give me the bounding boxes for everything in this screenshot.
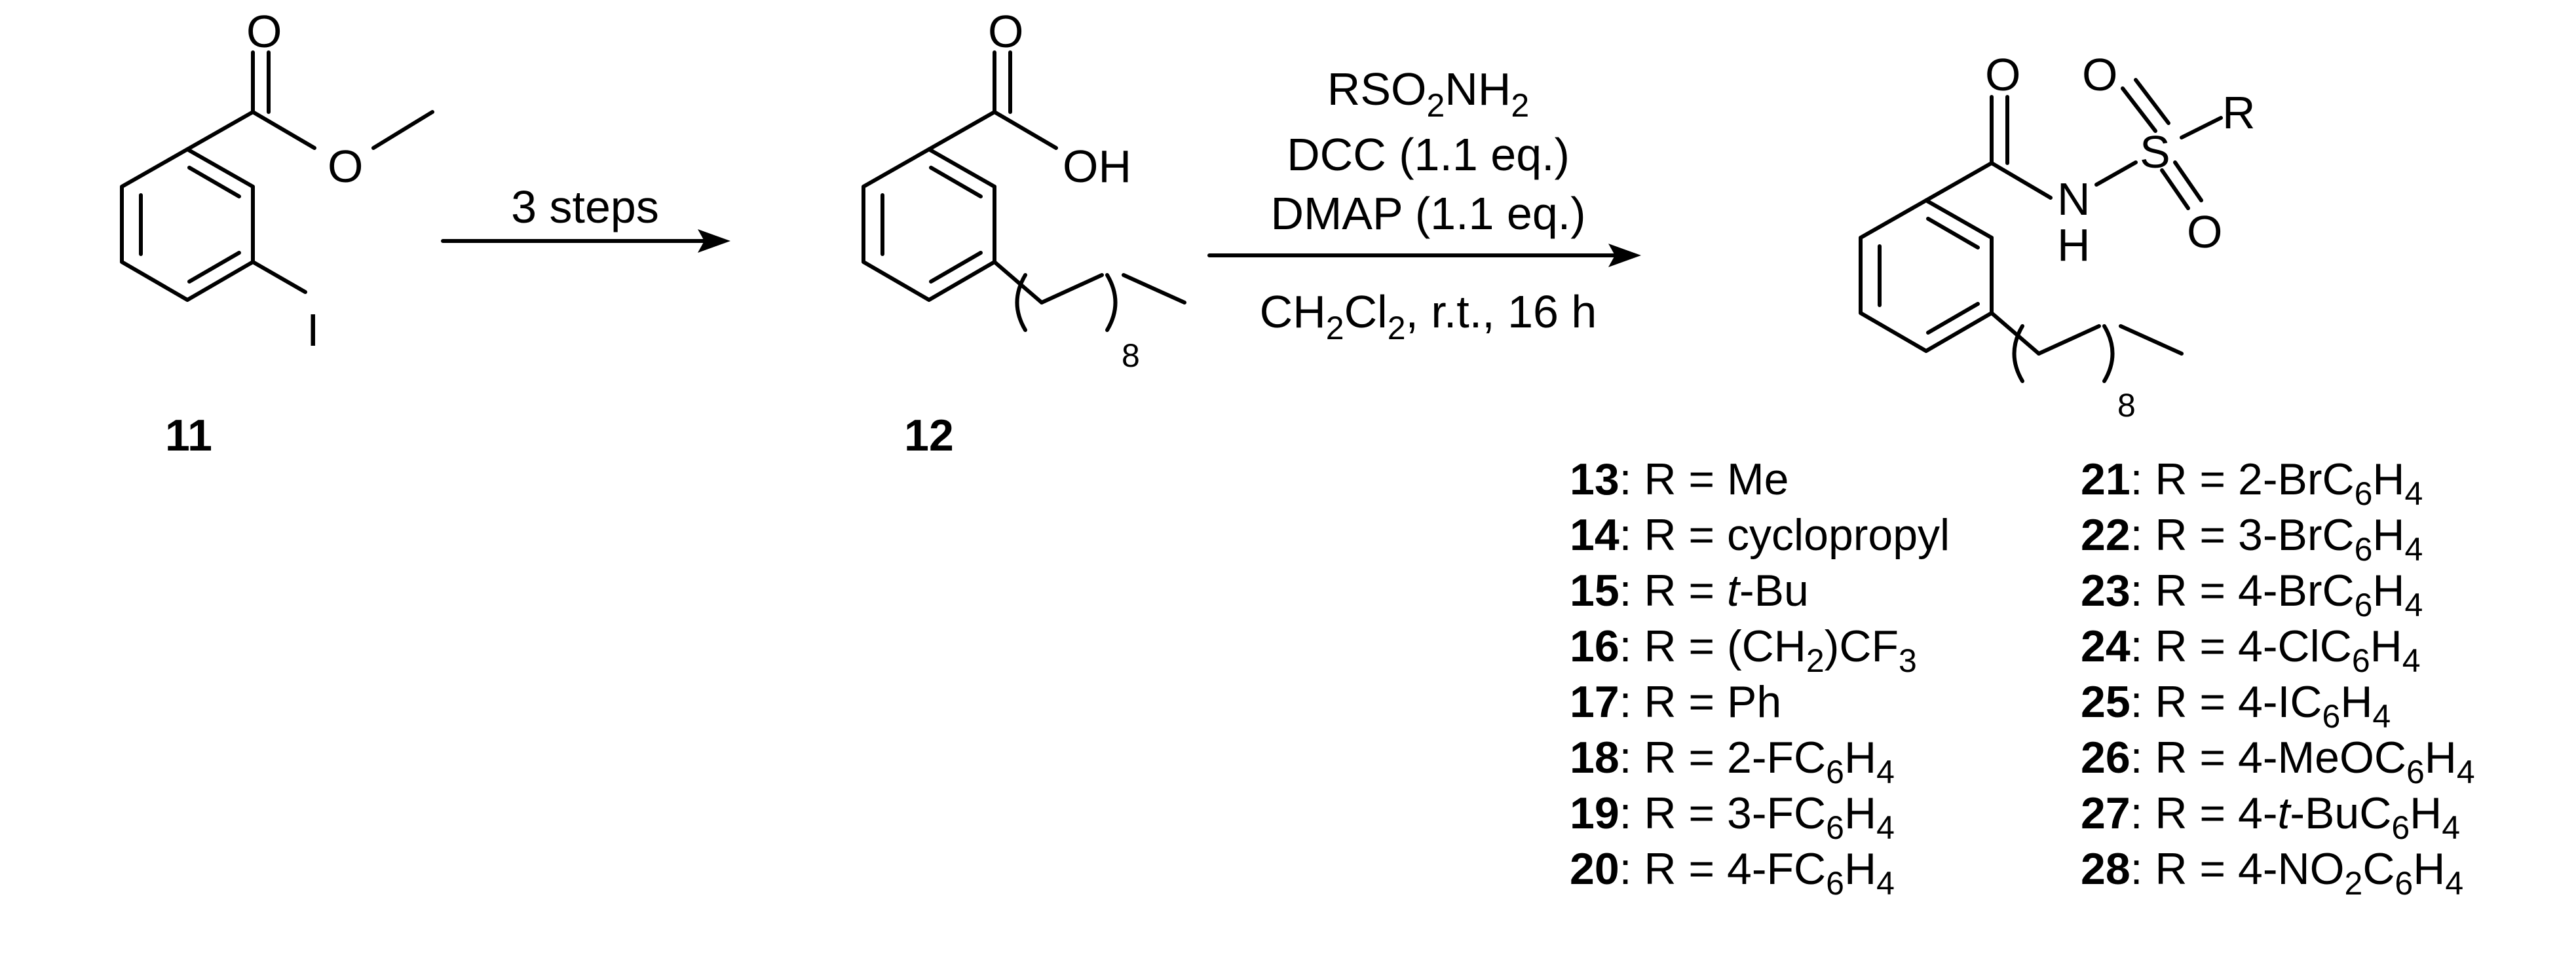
substituent-entry: 22: R = 3-BrC6H4 bbox=[2081, 510, 2423, 568]
ring-carbonyl-bond bbox=[185, 110, 255, 151]
substituent-entry: 24: R = 4-ClC6H4 bbox=[2081, 621, 2421, 679]
reagent-dcc: DCC (1.1 eq.) bbox=[1287, 129, 1570, 180]
chain-repeat-count: 8 bbox=[2117, 387, 2136, 424]
so-double-bond-upper bbox=[2121, 86, 2157, 133]
ring-amide-bond bbox=[1924, 161, 1994, 202]
atom-o-sulfonyl-lower: O bbox=[2187, 206, 2222, 257]
atom-oh: OH bbox=[1063, 141, 1131, 192]
substituent-entry: 20: R = 4-FC6H4 bbox=[1570, 844, 1895, 902]
alkyl-chain-bond bbox=[1990, 311, 2041, 356]
atom-o-amide: O bbox=[1985, 49, 2020, 100]
atom-n: N bbox=[2057, 174, 2091, 225]
substituent-entry: 23: R = 4-BrC6H4 bbox=[2081, 566, 2423, 623]
substituent-entry: 25: R = 4-IC6H4 bbox=[2081, 677, 2391, 735]
compound-11-structure: O O I bbox=[120, 6, 434, 356]
substituent-entry: 27: R = 4-t-BuC6H4 bbox=[2081, 788, 2460, 846]
substituent-entry: 13: R = Me bbox=[1570, 454, 1789, 504]
step1-label: 3 steps bbox=[511, 181, 659, 232]
reagent-dmap: DMAP (1.1 eq.) bbox=[1270, 188, 1585, 239]
product-structure: O N H S O O R 8 bbox=[1859, 49, 2256, 424]
reagent-sulfonamide: RSO2NH2 bbox=[1327, 64, 1529, 124]
so-double-bond-lower bbox=[2160, 168, 2190, 210]
compound-label-11: 11 bbox=[165, 411, 212, 460]
methoxy-bond bbox=[371, 110, 434, 150]
arrowhead-2 bbox=[1608, 244, 1641, 267]
chain-close-paren bbox=[1105, 273, 1118, 332]
alkyl-chain-bond bbox=[2037, 324, 2101, 356]
substituent-entry: 14: R = cyclopropyl bbox=[1570, 510, 1950, 560]
alkyl-chain-terminal bbox=[1122, 273, 1186, 304]
ns-bond bbox=[2094, 160, 2138, 187]
substituent-entry: 19: R = 3-FC6H4 bbox=[1570, 788, 1895, 846]
atom-s: S bbox=[2140, 126, 2170, 177]
aromatic-double-bond bbox=[187, 251, 241, 284]
substituent-entry: 28: R = 4-NO2C6H4 bbox=[2081, 844, 2463, 902]
substituent-list-left: 13: R = Me 14: R = cyclopropyl 15: R = t… bbox=[1570, 454, 1950, 902]
atom-o-ester: O bbox=[328, 141, 363, 192]
atom-r: R bbox=[2222, 87, 2256, 138]
atom-o-carbonyl: O bbox=[988, 6, 1023, 57]
compound-label-12: 12 bbox=[904, 411, 954, 460]
substituent-list-right: 21: R = 2-BrC6H4 22: R = 3-BrC6H4 23: R … bbox=[2081, 454, 2475, 902]
atom-o-sulfonyl-upper: O bbox=[2082, 49, 2117, 100]
hydroxyl-bond bbox=[993, 110, 1058, 150]
arrowhead-1 bbox=[698, 229, 730, 253]
chain-close-paren bbox=[2102, 324, 2115, 383]
iodo-bond bbox=[251, 260, 307, 294]
substituent-entry: 16: R = (CH2)CF3 bbox=[1570, 621, 1917, 679]
aromatic-double-bond bbox=[1926, 302, 1980, 335]
reaction-solvent-conditions: CH2Cl2, r.t., 16 h bbox=[1260, 286, 1597, 346]
so-double-bond-lower bbox=[2173, 160, 2203, 202]
sr-bond bbox=[2180, 116, 2223, 139]
alkyl-chain-bond bbox=[1040, 273, 1104, 304]
substituent-entry: 26: R = 4-MeOC6H4 bbox=[2081, 733, 2475, 790]
ring-carboxyl-bond bbox=[927, 110, 996, 151]
alkyl-chain-bond bbox=[993, 260, 1044, 304]
aromatic-double-bond bbox=[929, 166, 983, 198]
compound-12-structure: O OH 8 bbox=[862, 6, 1186, 374]
benzene-ring bbox=[120, 147, 255, 302]
aromatic-double-bond bbox=[929, 251, 983, 284]
ester-single-bond bbox=[251, 110, 316, 150]
atom-h: H bbox=[2057, 219, 2091, 270]
substituent-entry: 17: R = Ph bbox=[1570, 677, 1781, 727]
chain-repeat-count: 8 bbox=[1122, 337, 1140, 374]
alkyl-chain-terminal bbox=[2119, 324, 2184, 356]
chain-open-paren bbox=[2012, 324, 2024, 383]
amide-cn-bond bbox=[1990, 161, 2053, 200]
aromatic-double-bond bbox=[187, 166, 241, 198]
aromatic-double-bond bbox=[1926, 217, 1980, 249]
substituent-entry: 15: R = t-Bu bbox=[1570, 566, 1809, 616]
atom-iodine: I bbox=[307, 304, 319, 356]
so-double-bond-upper bbox=[2134, 78, 2170, 125]
substituent-entry: 21: R = 2-BrC6H4 bbox=[2081, 454, 2423, 512]
substituent-entry: 18: R = 2-FC6H4 bbox=[1570, 733, 1895, 790]
atom-o-carbonyl: O bbox=[246, 6, 282, 57]
chain-open-paren bbox=[1015, 273, 1027, 332]
